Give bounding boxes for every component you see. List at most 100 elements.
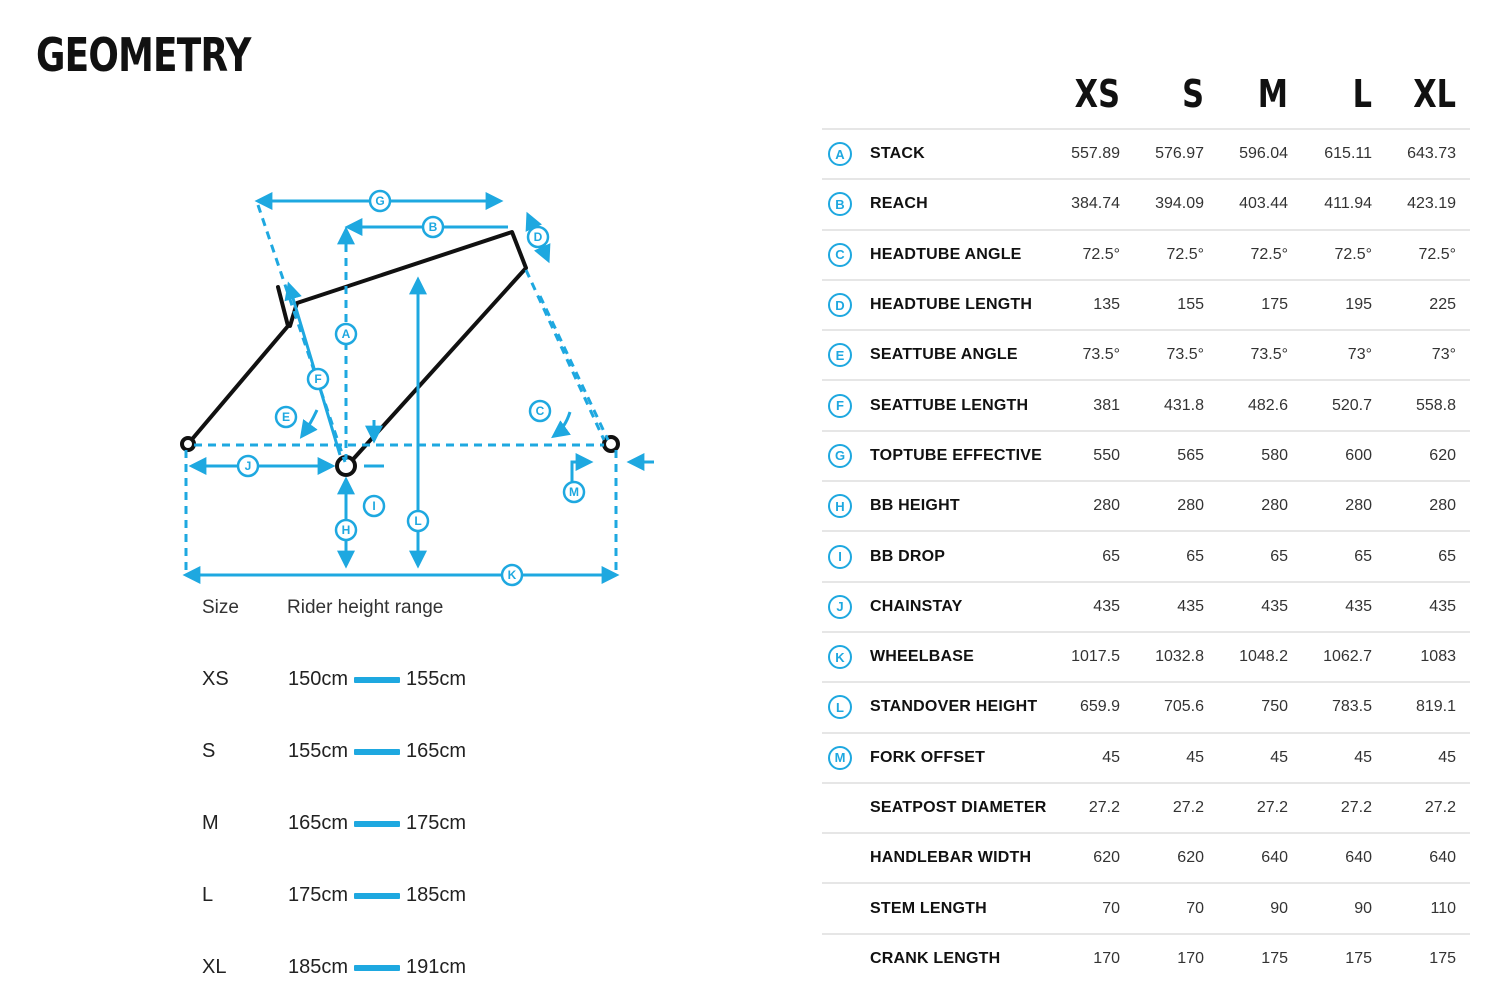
row-badge: M — [828, 745, 852, 770]
size-header-1: S — [1182, 72, 1204, 116]
rider-min: 150cm — [288, 668, 349, 690]
row-value: 65 — [1102, 547, 1120, 565]
row-value: 170 — [1177, 949, 1204, 967]
page-title: GEOMETRY — [36, 28, 251, 82]
row-value: 175 — [1345, 949, 1372, 967]
row-value: 640 — [1345, 849, 1372, 867]
rider-height-header: Size Rider height range — [202, 592, 602, 624]
row-badge: B — [828, 192, 852, 217]
row-value: 73° — [1347, 346, 1372, 364]
row-value: 550 — [1093, 446, 1120, 464]
row-value: 72.5° — [1166, 245, 1204, 263]
rider-min: 155cm — [288, 740, 349, 762]
row-label: STANDOVER HEIGHT — [870, 698, 1038, 716]
row-value: 73.5° — [1082, 346, 1120, 364]
row-value: 705.6 — [1163, 698, 1204, 716]
row-value: 750 — [1261, 698, 1288, 716]
row-value: 600 — [1345, 446, 1372, 464]
row-value: 411.94 — [1324, 195, 1372, 213]
row-value: 1048.2 — [1239, 648, 1288, 666]
row-value: 435 — [1429, 597, 1456, 615]
svg-text:H: H — [342, 523, 351, 537]
row-value: 280 — [1345, 497, 1372, 515]
row-value: 90 — [1270, 899, 1288, 917]
row-value: 175 — [1261, 949, 1288, 967]
rider-min: 185cm — [288, 956, 349, 978]
row-value: 225 — [1429, 296, 1456, 314]
row-label: STEM LENGTH — [870, 899, 987, 917]
row-value: 615.11 — [1324, 145, 1372, 163]
diagram-label-d: D — [526, 225, 550, 249]
row-value: 435 — [1177, 597, 1204, 615]
row-value: 659.9 — [1079, 698, 1120, 716]
rider-row: XL 185cm 191cm — [202, 956, 466, 979]
row-badge: L — [828, 695, 852, 720]
row-value: 819.1 — [1415, 698, 1456, 716]
range-bar — [354, 676, 401, 683]
row-label: CRANK LENGTH — [870, 949, 1001, 967]
row-value: 175 — [1261, 296, 1288, 314]
rider-min: 165cm — [288, 812, 349, 834]
svg-text:B: B — [429, 220, 438, 234]
row-badge: A — [828, 142, 852, 167]
row-value: 557.89 — [1071, 145, 1120, 163]
row-value: 520.7 — [1331, 396, 1372, 414]
svg-text:M: M — [569, 485, 579, 499]
diagram-label-j: J — [236, 454, 260, 478]
svg-text:G: G — [375, 194, 384, 208]
rider-size: XL — [202, 956, 227, 978]
row-value: 27.2 — [1424, 799, 1456, 816]
range-bar — [354, 892, 401, 899]
range-bar — [354, 820, 401, 827]
diagram-label-i: I — [362, 494, 386, 518]
row-value: 90 — [1354, 899, 1372, 917]
svg-text:L: L — [414, 514, 421, 528]
row-label: SEATPOST DIAMETER — [870, 799, 1047, 816]
row-value: 384.74 — [1071, 195, 1120, 213]
row-value: 431.8 — [1163, 396, 1204, 414]
svg-text:K: K — [508, 568, 517, 582]
frame-geometry-diagram: A B C D E F G H I J K L M — [180, 189, 654, 587]
row-value: 65 — [1438, 547, 1456, 565]
range-bar — [354, 964, 401, 971]
row-label: BB DROP — [870, 547, 946, 565]
diagram-label-e: E — [274, 405, 298, 429]
row-value: 45 — [1102, 748, 1120, 766]
rider-max: 191cm — [406, 956, 467, 978]
row-label: CHAINSTAY — [870, 597, 963, 615]
row-label: HANDLEBAR WIDTH — [870, 849, 1032, 867]
row-value: 73.5° — [1166, 346, 1204, 364]
rider-size: S — [202, 740, 216, 762]
row-badge: E — [828, 343, 852, 368]
row-badge: C — [828, 242, 852, 267]
row-value: 70 — [1102, 899, 1120, 917]
row-value: 280 — [1429, 497, 1456, 515]
row-value: 423.19 — [1407, 195, 1456, 213]
row-value: 65 — [1186, 547, 1204, 565]
range-bar — [354, 748, 401, 755]
row-label: TOPTUBE EFFECTIVE — [870, 446, 1043, 464]
row-value: 170 — [1093, 949, 1120, 967]
row-value: 72.5° — [1418, 245, 1456, 263]
row-value: 135 — [1093, 296, 1120, 314]
row-value: 27.2 — [1256, 799, 1288, 816]
svg-text:I: I — [372, 499, 375, 513]
row-badge: K — [828, 645, 852, 670]
row-value: 620 — [1177, 849, 1204, 867]
diagram-label-a: A — [334, 322, 358, 346]
row-value: 27.2 — [1088, 799, 1120, 816]
frame-outline — [186, 230, 528, 468]
row-value: 280 — [1261, 497, 1288, 515]
